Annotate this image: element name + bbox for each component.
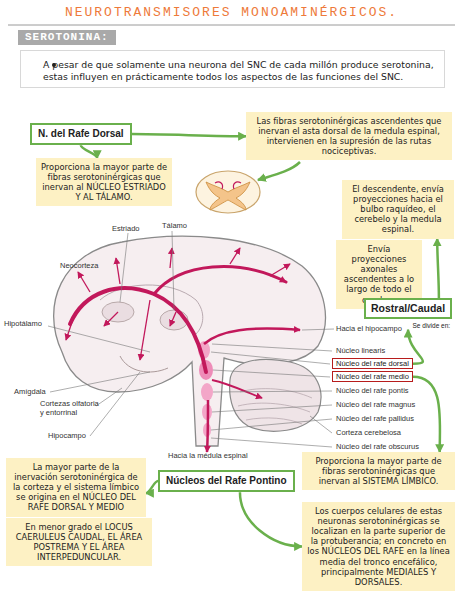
part-label: Núcleo linearis — [336, 347, 385, 356]
brain-outline — [54, 236, 326, 446]
leader — [96, 388, 122, 406]
part-label: Estriado — [112, 225, 140, 234]
part-label: Hipocampo — [48, 432, 86, 441]
box-text: SEROTONINA: — [25, 31, 109, 44]
leader — [212, 344, 332, 351]
cerebellum — [230, 359, 321, 431]
note-box: Proporciona la mayor parte de fibras ser… — [36, 158, 172, 206]
title-rule — [8, 25, 455, 26]
nucleus-box: N. del Rafe Dorsal — [30, 123, 132, 145]
pathway — [212, 380, 262, 398]
part-label: Núcleo del rafe magnus — [336, 401, 415, 410]
branch — [170, 248, 172, 268]
part-label: Núcleo del rafe pontis — [336, 387, 409, 396]
green-arrow — [81, 145, 97, 158]
box-text: La mayor parte de la inervación serotoni… — [11, 462, 141, 513]
leader — [211, 419, 332, 430]
pathway — [207, 400, 208, 452]
box-text: Proporciona la mayor parte de fibras ser… — [307, 456, 450, 486]
box-text: Los cuerpos celulares de estas neuronas … — [307, 506, 450, 587]
leader — [302, 329, 334, 330]
leader — [172, 231, 174, 310]
branch — [104, 312, 118, 326]
brain — [48, 231, 334, 452]
highlight-label: Núcleo del rafe medio — [332, 371, 413, 382]
leader — [48, 326, 150, 352]
note-box: Las fibras serotoninérgicas ascendentes … — [246, 112, 452, 160]
leader — [120, 233, 128, 302]
green-arrow — [240, 492, 302, 546]
spinal-cord — [196, 171, 260, 213]
box-text: Núcleo del rafe dorsal — [336, 359, 409, 368]
box-text: El descendente, envía proyecciones hacia… — [347, 184, 449, 235]
section-band: SEROTONINA: — [18, 30, 116, 45]
box-text: Núcleos del Rafe Pontino — [166, 475, 287, 487]
pathway — [70, 288, 206, 372]
branch — [116, 258, 120, 284]
green-arrow — [132, 134, 246, 136]
dorsal-horn-fibres — [215, 182, 223, 189]
box-text: Proporciona la mayor parte de fibras ser… — [41, 162, 167, 202]
part-label: Hacia la médula espinal — [168, 452, 248, 461]
part-label: Núcleo del rafe obscurus — [336, 443, 419, 452]
part-label: Neocorteza — [60, 262, 98, 271]
note-box: En menor grado el LOCUS CAERULEUS CAUDAL… — [6, 518, 152, 566]
box-text: Las fibras serotoninérgicas ascendentes … — [251, 116, 447, 156]
leader — [211, 438, 332, 447]
branch — [78, 272, 90, 292]
box-text: Rostral/Caudal — [364, 298, 452, 319]
pathway — [154, 267, 286, 294]
nucleus-box: Núcleos del Rafe Pontino — [158, 470, 295, 492]
dorsal-horn-fibres — [233, 182, 241, 189]
leader — [213, 370, 330, 377]
branch — [170, 312, 176, 326]
box-text: Núcleo del rafe medio — [336, 372, 409, 381]
green-arrow — [146, 481, 158, 493]
part-label: Corteza cerebelosa — [336, 429, 401, 438]
note-box: La mayor parte de la inervación serotoni… — [6, 458, 146, 517]
box-text: Envía proyecciones axonales ascendentes … — [341, 244, 417, 305]
pathway-branches — [66, 248, 290, 360]
highlight-label: Núcleo del rafe dorsal — [332, 358, 413, 369]
pathway — [204, 329, 300, 344]
grey-matter — [206, 182, 250, 210]
bullet-box: A pesar de que solamente una neurona del… — [20, 50, 445, 88]
part-label: Tálamo — [162, 222, 187, 231]
note-box: Los cuerpos celulares de estas neuronas … — [302, 502, 455, 591]
leader-lines — [48, 231, 334, 447]
leader — [310, 416, 332, 433]
leader — [212, 405, 332, 412]
branch — [230, 248, 240, 264]
part-label: Hacia el hipocampo — [336, 325, 402, 334]
box-text: A pesar de que solamente una neurona del… — [43, 59, 436, 83]
cerebellum-folia — [238, 389, 312, 424]
leader — [213, 391, 332, 392]
cord-outline — [196, 171, 260, 213]
green-pointer — [258, 162, 300, 180]
note-box: El descendente, envía proyecciones hacia… — [342, 180, 454, 239]
note-box: Proporciona la mayor parte de fibras ser… — [302, 452, 455, 490]
part-label: Amígdala — [14, 388, 46, 397]
part-label: Cortezas olfatoria y entorrinal — [40, 400, 100, 417]
green-arrow — [437, 239, 439, 298]
branch — [270, 264, 290, 276]
hippocampus — [120, 356, 168, 372]
part-label: Hipotálamo — [4, 320, 42, 329]
box-text: En menor grado el LOCUS CAERULEUS CAUDAL… — [11, 522, 147, 562]
box-text: N. del Rafe Dorsal — [38, 128, 124, 140]
raphe-nucleus — [201, 383, 213, 401]
leader — [50, 372, 150, 392]
page-title: NEUROTRANSMISORES MONOAMINÉRGICOS. — [0, 5, 463, 20]
part-label: Núcleo del rafe pallidus — [336, 415, 414, 424]
green-arrow — [413, 377, 440, 452]
leader — [211, 352, 330, 364]
